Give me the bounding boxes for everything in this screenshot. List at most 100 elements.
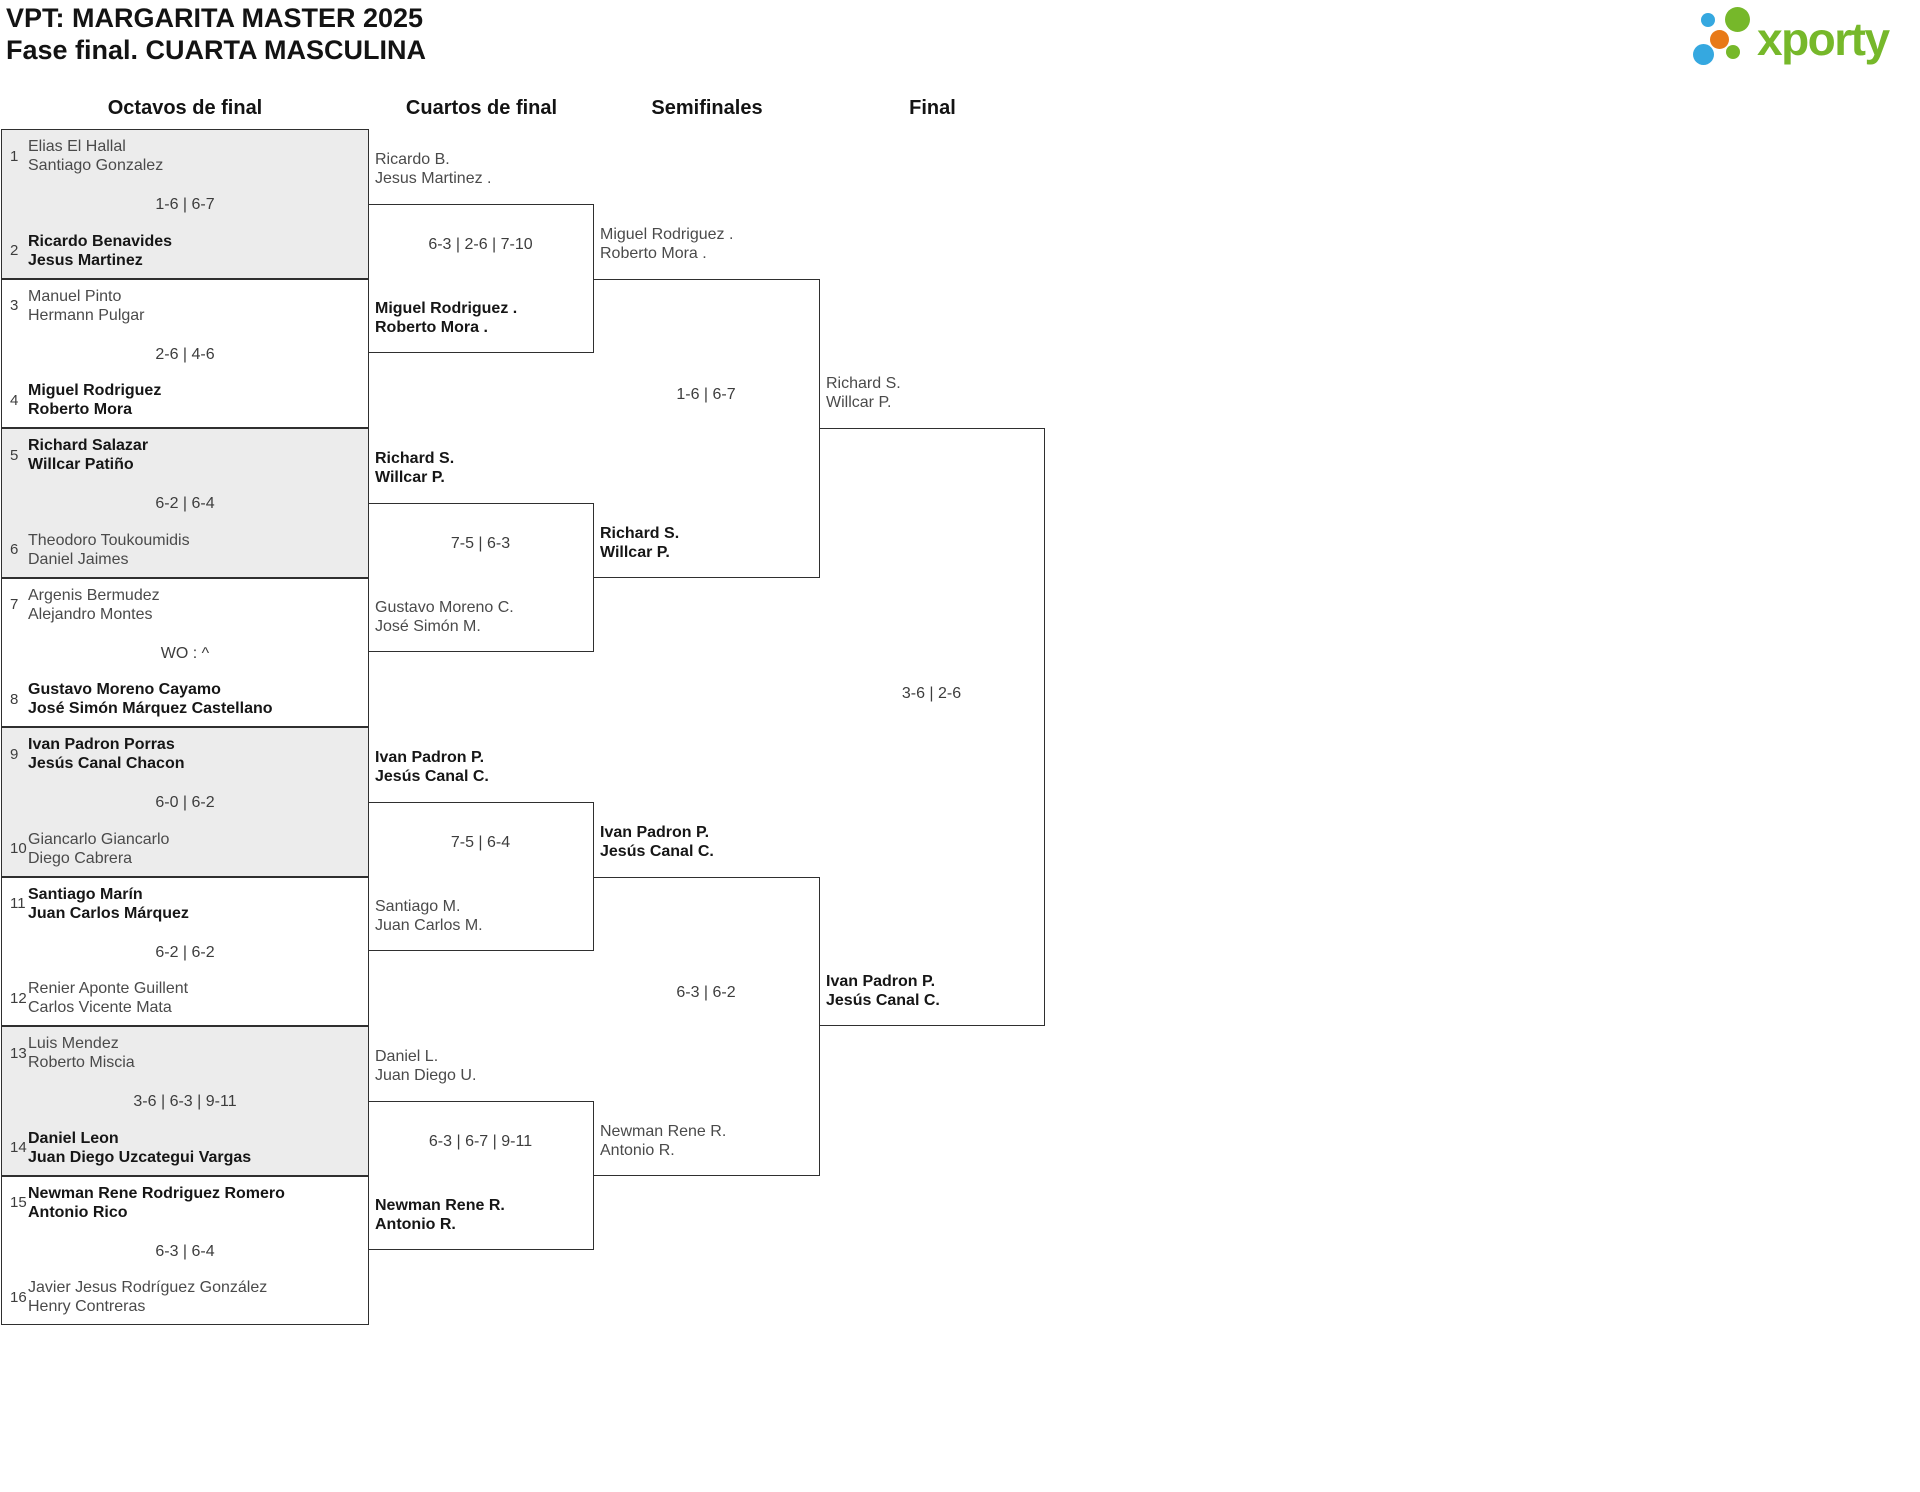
team-name: Ricardo B.Jesus Martinez . xyxy=(375,150,586,188)
match-score: 6-3 | 2-6 | 7-10 xyxy=(428,236,533,253)
player-name: Ricardo B. xyxy=(375,150,450,168)
player-name: Roberto Mora . xyxy=(600,244,707,262)
seed-number: 16 xyxy=(10,1288,27,1306)
player-name: Ivan Padron Porras xyxy=(28,736,175,753)
match-score: 6-2 | 6-4 xyxy=(155,495,215,513)
team-name: Richard S.Willcar P. xyxy=(600,524,812,562)
xporty-logo[interactable]: xporty xyxy=(1693,6,1919,70)
team-slot-bottom: Gustavo Moreno C.José Simón M. xyxy=(375,598,586,636)
player-name: Henry Contreras xyxy=(28,1298,146,1315)
player-name: José Simón M. xyxy=(375,618,481,636)
team-slot-bottom: Santiago M.Juan Carlos M. xyxy=(375,897,586,935)
team-slot-top: Ricardo B.Jesus Martinez . xyxy=(375,150,586,188)
seed-number: 7 xyxy=(10,596,19,613)
team-slot-bottom: Miguel Rodriguez .Roberto Mora . xyxy=(375,299,586,337)
round-header-cuartos: Cuartos de final xyxy=(405,97,558,119)
round-header-semifinales: Semifinales xyxy=(651,97,763,119)
team-name: Ivan Padron P.Jesús Canal C. xyxy=(600,823,812,861)
match-score: 3-6 | 6-3 | 9-11 xyxy=(133,1093,237,1111)
player-name: Antonio R. xyxy=(375,1216,456,1234)
player-name: Hermann Pulgar xyxy=(28,306,145,324)
player-name: Alejandro Montes xyxy=(28,605,153,623)
player-name: Juan Carlos Márquez xyxy=(28,904,189,922)
player-name: Manuel Pinto xyxy=(28,287,122,305)
player-name: Carlos Vicente Mata xyxy=(28,999,172,1016)
logo-dot-orange-icon xyxy=(1710,30,1729,49)
player-name: Newman Rene R. xyxy=(600,1122,727,1140)
team-slot-top: Daniel L.Juan Diego U. xyxy=(375,1047,586,1085)
match-score: 3-6 | 2-6 xyxy=(901,684,962,702)
player-name: Antonio Rico xyxy=(28,1203,128,1221)
seed-number: 5 xyxy=(10,446,19,464)
player-name: Miguel Rodriguez xyxy=(28,382,162,399)
logo-dot-blue-big-icon xyxy=(1693,44,1714,65)
player-name: Giancarlo Giancarlo xyxy=(28,830,170,848)
player-name: Daniel Leon xyxy=(28,1129,119,1147)
player-name: Elias El Hallal xyxy=(28,138,126,155)
team-slot-bottom: Newman Rene R.Antonio R. xyxy=(600,1122,812,1160)
team-name: Miguel Rodriguez .Roberto Mora . xyxy=(600,225,812,263)
player-name: Richard S. xyxy=(826,375,901,392)
team-name: Gustavo Moreno C.José Simón M. xyxy=(375,598,586,636)
player-name: Willcar P. xyxy=(826,394,892,411)
match-score: WO : ^ xyxy=(160,644,210,662)
team-name: Newman Rene R.Antonio R. xyxy=(375,1196,586,1234)
team-name: Ivan Padron P.Jesús Canal C. xyxy=(375,748,586,786)
player-name: Javier Jesus Rodríguez González xyxy=(28,1279,268,1296)
seed-number: 14 xyxy=(10,1139,27,1156)
player-name: Diego Cabrera xyxy=(28,849,133,867)
seed-number: 1 xyxy=(10,147,19,165)
match-score: 2-6 | 4-6 xyxy=(155,345,215,363)
player-name: Ivan Padron P. xyxy=(826,973,936,990)
player-name: Richard S. xyxy=(375,449,455,467)
logo-dot-green-small-icon xyxy=(1726,45,1740,59)
match-score: 1-6 | 6-7 xyxy=(676,385,736,403)
logo-wordmark: xporty xyxy=(1757,13,1890,65)
player-name: José Simón Márquez Castellano xyxy=(28,700,273,717)
player-name: Richard S. xyxy=(600,524,680,542)
team-name: Daniel L.Juan Diego U. xyxy=(375,1047,586,1085)
player-name: Ivan Padron P. xyxy=(375,748,485,766)
player-name: Roberto Mora . xyxy=(375,319,488,337)
player-name: Ricardo Benavides xyxy=(28,232,173,250)
seed-number: 6 xyxy=(10,541,19,558)
player-name: Juan Diego Uzcategui Vargas xyxy=(28,1148,252,1166)
player-name: Jesús Canal C. xyxy=(600,842,714,860)
team-slot-top: Richard S. Willcar P. xyxy=(826,374,1037,412)
player-name: Renier Aponte Guillent xyxy=(28,980,189,997)
player-name: Argenis Bermudez xyxy=(28,586,160,604)
player-name: Miguel Rodriguez . xyxy=(375,300,518,318)
player-name: Theodoro Toukoumidis xyxy=(28,531,190,549)
match-score: 6-3 | 6-2 xyxy=(676,983,736,1001)
tournament-name: VPT: MARGARITA MASTER 2025 xyxy=(6,3,424,33)
player-name: Jesus Martinez . xyxy=(375,169,492,187)
